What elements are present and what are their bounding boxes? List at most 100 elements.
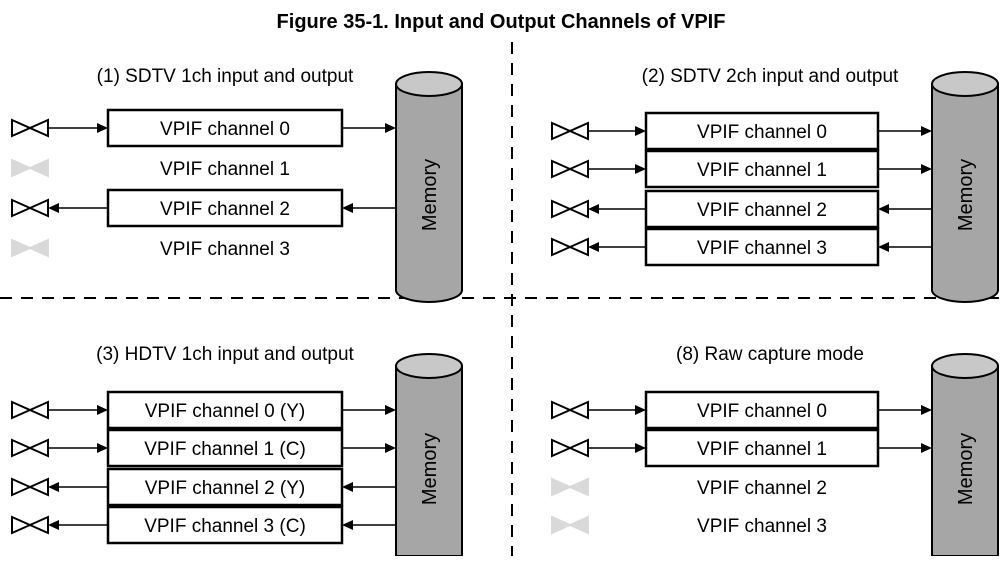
channel-label: VPIF channel 0 bbox=[697, 401, 827, 422]
memory-top bbox=[395, 71, 463, 97]
arrowhead bbox=[635, 164, 646, 174]
connector-icon bbox=[551, 477, 589, 497]
arrowhead bbox=[97, 123, 108, 133]
channel-label: VPIF channel 3 bbox=[697, 238, 827, 259]
memory-top bbox=[931, 353, 999, 379]
channel-row: VPIF channel 3 bbox=[11, 238, 290, 260]
connector-icon bbox=[551, 199, 589, 219]
arrowhead bbox=[342, 203, 353, 213]
arrowhead bbox=[385, 405, 396, 415]
channel-label: VPIF channel 2 bbox=[697, 478, 827, 499]
channel-label: VPIF channel 0 bbox=[697, 122, 827, 143]
connector-icon bbox=[551, 237, 589, 257]
channel-row: VPIF channel 3 (C) bbox=[11, 505, 396, 545]
connector-icon bbox=[551, 438, 589, 458]
arrowhead bbox=[921, 164, 932, 174]
channel-label: VPIF channel 3 bbox=[697, 516, 827, 537]
arrowhead bbox=[48, 520, 59, 530]
arrowhead bbox=[342, 520, 353, 530]
connector-icon bbox=[11, 118, 49, 138]
arrowhead bbox=[342, 482, 353, 492]
channel-box bbox=[106, 505, 344, 545]
channel-row: VPIF channel 3 bbox=[551, 227, 932, 267]
panel-caption: (3) HDTV 1ch input and output bbox=[96, 344, 354, 365]
arrowhead bbox=[588, 204, 599, 214]
channel-label: VPIF channel 0 bbox=[160, 119, 290, 140]
connector-icon bbox=[11, 477, 49, 497]
channel-label: VPIF channel 1 bbox=[160, 159, 290, 180]
channel-row: VPIF channel 2 bbox=[551, 189, 932, 229]
panel-caption: (1) SDTV 1ch input and output bbox=[97, 66, 354, 87]
arrowhead bbox=[385, 443, 396, 453]
panel-2: (2) SDTV 2ch input and outputMemoryVPIF … bbox=[551, 66, 999, 303]
connector-icon bbox=[11, 515, 49, 535]
channel-label: VPIF channel 0 (Y) bbox=[145, 401, 306, 422]
channel-label: VPIF channel 2 (Y) bbox=[145, 478, 306, 499]
connector-icon bbox=[551, 159, 589, 179]
connector-icon bbox=[551, 400, 589, 420]
channel-row: VPIF channel 2 (Y) bbox=[11, 467, 396, 507]
panel-3: (3) HDTV 1ch input and outputMemoryVPIF … bbox=[11, 344, 463, 557]
panel-1: (1) SDTV 1ch input and outputMemoryVPIF … bbox=[11, 66, 463, 303]
connector-icon bbox=[11, 238, 49, 258]
arrowhead bbox=[385, 123, 396, 133]
arrowhead bbox=[878, 242, 889, 252]
memory-top bbox=[931, 71, 999, 97]
connector-icon bbox=[11, 198, 49, 218]
memory-label: Memory bbox=[419, 159, 441, 231]
channel-row: VPIF channel 2 bbox=[551, 477, 827, 499]
connector-icon bbox=[551, 515, 589, 535]
connector-icon bbox=[11, 438, 49, 458]
memory-cylinder: Memory bbox=[395, 71, 463, 303]
memory-bottom-mask bbox=[397, 276, 461, 290]
channel-row: VPIF channel 0 bbox=[11, 108, 396, 148]
arrowhead bbox=[97, 405, 108, 415]
arrowhead bbox=[921, 443, 932, 453]
arrowhead bbox=[921, 126, 932, 136]
panel-caption: (8) Raw capture mode bbox=[676, 344, 864, 365]
channel-box bbox=[106, 428, 344, 468]
channel-label: VPIF channel 3 bbox=[160, 239, 290, 260]
arrowhead bbox=[97, 443, 108, 453]
channel-row: VPIF channel 0 bbox=[551, 390, 932, 430]
connector-icon bbox=[11, 400, 49, 420]
channel-row: VPIF channel 3 bbox=[551, 515, 827, 537]
memory-label: Memory bbox=[955, 433, 977, 505]
arrowhead bbox=[588, 242, 599, 252]
channel-label: VPIF channel 2 bbox=[160, 199, 290, 220]
channel-label: VPIF channel 2 bbox=[697, 200, 827, 221]
channel-label: VPIF channel 1 bbox=[697, 439, 827, 460]
channel-row: VPIF channel 0 bbox=[551, 111, 932, 151]
channel-row: VPIF channel 0 (Y) bbox=[11, 390, 396, 430]
arrowhead bbox=[48, 482, 59, 492]
channel-box bbox=[644, 111, 880, 151]
memory-cylinder: Memory bbox=[931, 71, 999, 303]
memory-label: Memory bbox=[955, 159, 977, 231]
memory-cylinder: Memory bbox=[931, 353, 999, 557]
panels-group: (1) SDTV 1ch input and outputMemoryVPIF … bbox=[11, 66, 999, 557]
channel-row: VPIF channel 2 bbox=[11, 188, 396, 228]
channel-label: VPIF channel 1 (C) bbox=[144, 439, 306, 460]
panel-caption: (2) SDTV 2ch input and output bbox=[642, 66, 899, 87]
memory-bottom-mask bbox=[933, 276, 997, 290]
arrowhead bbox=[48, 203, 59, 213]
channel-row: VPIF channel 1 bbox=[11, 158, 290, 180]
memory-top bbox=[395, 353, 463, 379]
connector-icon bbox=[11, 158, 49, 178]
memory-cylinder: Memory bbox=[395, 353, 463, 557]
arrowhead bbox=[635, 405, 646, 415]
arrowhead bbox=[878, 204, 889, 214]
arrowhead bbox=[635, 126, 646, 136]
channel-label: VPIF channel 3 (C) bbox=[144, 516, 306, 537]
arrowhead bbox=[635, 443, 646, 453]
channel-row: VPIF channel 1 bbox=[551, 428, 932, 468]
connector-icon bbox=[551, 121, 589, 141]
channel-row: VPIF channel 1 bbox=[551, 149, 932, 189]
memory-label: Memory bbox=[419, 433, 441, 505]
arrowhead bbox=[921, 405, 932, 415]
channel-label: VPIF channel 1 bbox=[697, 160, 827, 181]
figure-title: Figure 35-1. Input and Output Channels o… bbox=[277, 11, 726, 33]
